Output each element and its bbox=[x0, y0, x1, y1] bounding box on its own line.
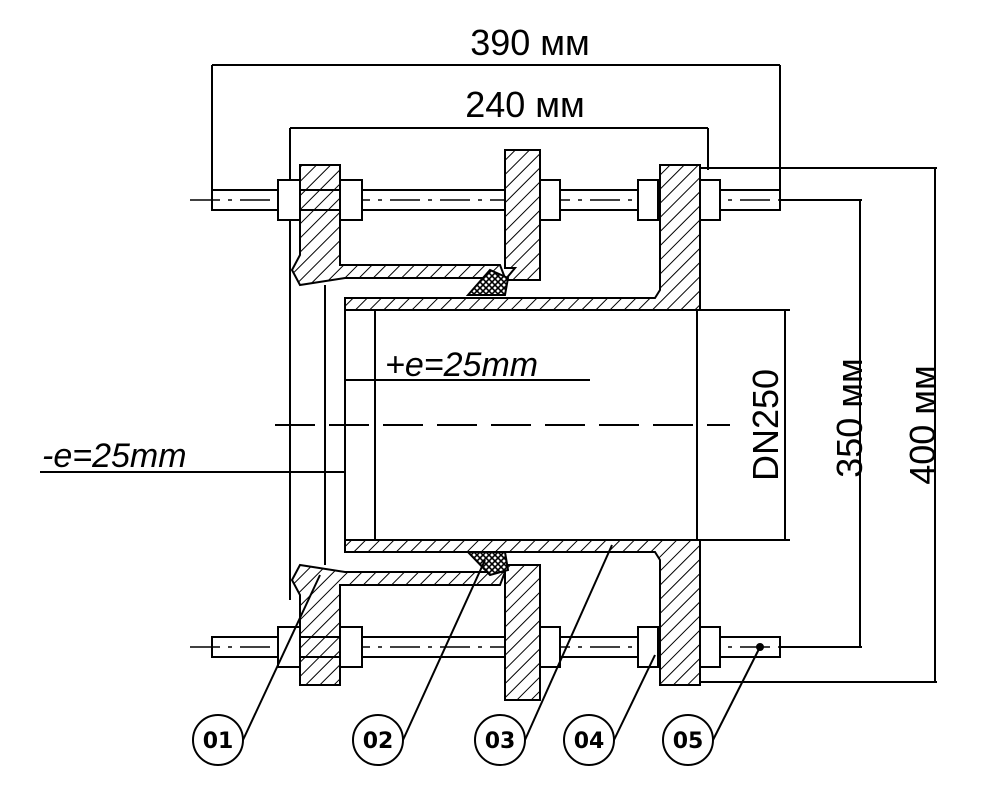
plus-eccentricity-label: +e=25mm bbox=[385, 346, 538, 384]
tie-rod-top bbox=[190, 179, 800, 221]
callout-03-circle bbox=[474, 714, 526, 766]
gland-flange bbox=[465, 149, 541, 701]
callout-01-circle bbox=[192, 714, 244, 766]
dim-390-label: 390 мм bbox=[470, 22, 590, 63]
dim-240-label: 240 мм bbox=[465, 84, 585, 125]
callout-04: 04 bbox=[574, 729, 605, 754]
tie-rod-bottom bbox=[190, 626, 800, 668]
dimension-390 bbox=[211, 64, 781, 200]
callout-02: 02 bbox=[363, 729, 394, 754]
callout-02-circle bbox=[352, 714, 404, 766]
callout-05: 05 bbox=[673, 729, 704, 754]
spigot-pipe bbox=[344, 164, 701, 686]
callout-03: 03 bbox=[485, 729, 516, 754]
callout-01: 01 bbox=[203, 729, 234, 754]
dimension-400 bbox=[700, 167, 937, 683]
dim-350-label: 350 мм bbox=[829, 358, 870, 478]
minus-eccentricity-label: -e=25mm bbox=[42, 437, 187, 475]
dimension-dn250 bbox=[700, 309, 790, 541]
callout-05-circle bbox=[662, 714, 714, 766]
flange-adaptor-left bbox=[290, 164, 507, 686]
callout-leaders bbox=[242, 544, 761, 741]
dim-dn250-label: DN250 bbox=[745, 369, 786, 481]
dim-400-label: 400 мм bbox=[902, 365, 943, 485]
callout-04-circle bbox=[563, 714, 615, 766]
